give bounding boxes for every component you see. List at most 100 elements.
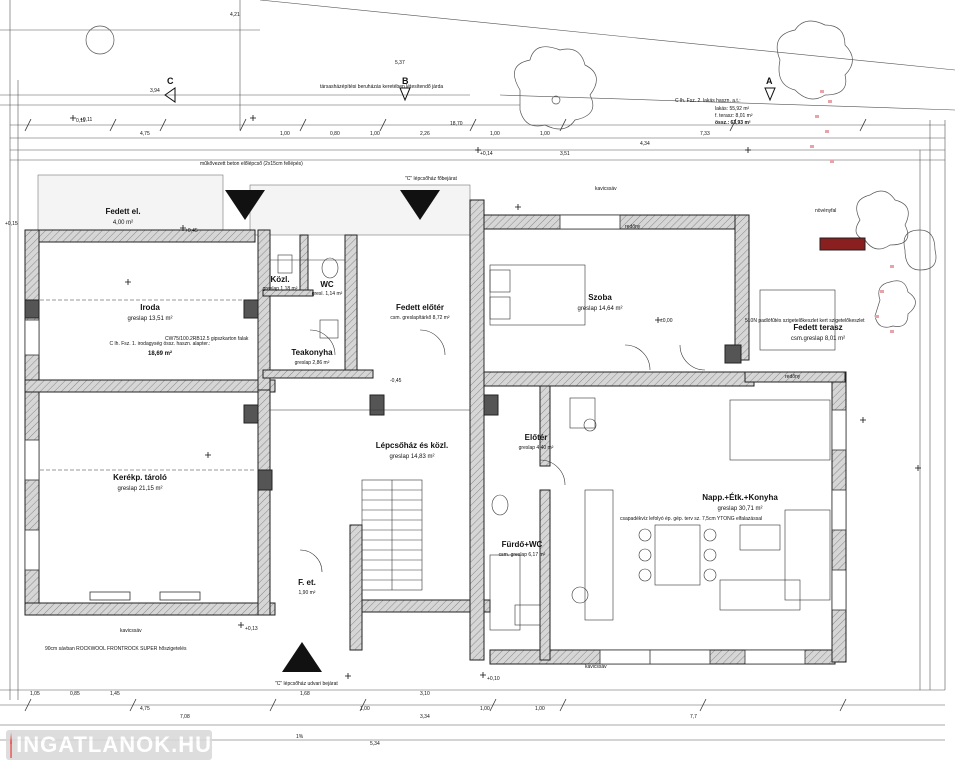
- dim-bottom-11: 7,7: [690, 714, 697, 720]
- room-lepcsohaz-area: greslap 14,83 m²: [389, 454, 434, 460]
- room-nappali-area: greslap 30,71 m²: [717, 506, 762, 512]
- room-kozl: Közl.: [270, 275, 289, 284]
- level-3: +0,13: [245, 626, 258, 632]
- room-szoba-area: greslap 14,64 m²: [577, 306, 622, 312]
- level-5: +0,14: [480, 151, 493, 157]
- interior-lines: [40, 230, 836, 631]
- room-furdo-wc: Fürdő+WC: [502, 540, 543, 549]
- note-lakas-title: C lh. Fsz. 2. lakás haszn. a.t.:: [675, 98, 741, 104]
- note-ytong: csapadékvíz lefolyó ép. gép. terv sz. 7,…: [620, 516, 762, 522]
- dim-bottom-3: 4,75: [140, 706, 150, 712]
- note-kavicssav-2: kavicssáv: [595, 186, 617, 192]
- dim-top-4: 1,00: [280, 131, 290, 137]
- level-0: +0,15: [5, 221, 18, 227]
- note-novenyfal: növényfal: [815, 208, 836, 214]
- dim-bottom-4: 1,68: [300, 691, 310, 697]
- note-irodagyseg: C lh. Fsz. 1. irodagység össz. haszn. al…: [110, 341, 211, 347]
- note-redony-2: redőny: [785, 374, 801, 380]
- windows: [24, 214, 847, 665]
- dim-top-13: 18,70: [450, 121, 463, 127]
- level-markers: [70, 115, 921, 679]
- section-label-c: C: [167, 76, 174, 86]
- room-wc-area: gresl. 1,14 m²: [312, 291, 343, 297]
- logo-text: INGATLANOK.HU: [16, 732, 212, 757]
- room-iroda: Iroda: [140, 303, 160, 312]
- note-rockwool: 90cm sávban ROCKWOOL FRONTROCK SUPER hős…: [45, 646, 187, 652]
- dim-bottom-8: 1,00: [535, 706, 545, 712]
- section-label-b: B: [402, 76, 409, 86]
- level-6: -0,45: [390, 378, 402, 384]
- room-fedett-el: Fedett el.: [105, 207, 140, 216]
- note-lakas-row-3: össz.: 63,93 m²: [715, 120, 751, 126]
- section-label-a: A: [766, 76, 773, 86]
- dim-top-5: 0,80: [330, 131, 340, 137]
- dimension-labels-bottom: 1,05 0,85 1,45 4,75 1,68 1,00 3,10 1,00 …: [30, 691, 697, 747]
- dimension-labels-top: 4,21 5,37 3,94 4,75 1,00 0,80 1,00 2,26 …: [76, 12, 710, 157]
- level-1: +0,45: [185, 228, 198, 234]
- level-7: ±0,00: [660, 318, 673, 324]
- note-irodagyseg-value: 18,69 m²: [148, 350, 172, 357]
- level-labels: +0,15 +0,45 +0,11 +0,13 +0,10 +0,14 -0,4…: [5, 117, 673, 682]
- dim-top-3: 4,75: [140, 131, 150, 137]
- dim-bottom-9: 7,08: [180, 714, 190, 720]
- dim-top-7: 2,26: [420, 131, 430, 137]
- room-f-et-area: 1,90 m²: [299, 590, 316, 596]
- room-eloter: Előtér: [525, 433, 548, 442]
- room-kozl-area: greslap 1,18 m²: [263, 286, 298, 292]
- walls: [24, 199, 866, 665]
- room-fedett-eloter-area: csm. greslap/tárkő 8,72 m²: [390, 315, 450, 321]
- dim-bottom-7: 1,00: [480, 706, 490, 712]
- dim-top-6: 1,00: [370, 131, 380, 137]
- dim-bottom-12: 5,34: [370, 741, 380, 747]
- ingatlanok-logo: INGATLANOK.HU: [6, 730, 212, 760]
- note-mukoveszett-top: műkővezett beton előlépcső (2x15cm fellé…: [200, 161, 303, 167]
- dim-top-12: 4,34: [640, 141, 650, 147]
- note-c-lepcsohaz-udvari: "C" lépcsőház udvari bejárat: [275, 681, 338, 687]
- room-furdo-wc-area: csm. greslap 6,17 m²: [499, 552, 546, 558]
- dim-top-1: 5,37: [395, 60, 405, 66]
- room-wc: WC: [320, 280, 334, 289]
- note-szigeteles: 510N padlófűtés szigetelőkeszlet kert sz…: [745, 318, 865, 324]
- room-lepcsohaz: Lépcsőház és közl.: [376, 441, 448, 450]
- note-cw75: CW75/100.2RB12.5 gipszkarton falak: [165, 336, 249, 342]
- note-lakas-row-1: lakás: 55,92 m²: [715, 106, 750, 112]
- room-teakonyha: Teakonyha: [291, 348, 333, 357]
- section-markers: [164, 87, 776, 672]
- note-lakas-row-2: f. terasz: 8,01 m²: [715, 113, 753, 119]
- dim-top-11: 3,51: [560, 151, 570, 157]
- dim-bottom-2: 1,45: [110, 691, 120, 697]
- dim-bottom-10: 3,34: [420, 714, 430, 720]
- room-fedett-el-area: 4,00 m²: [113, 220, 133, 226]
- dim-top-10: 7,33: [700, 131, 710, 137]
- room-fedett-terasz-area: csm.greslap 8,01 m²: [791, 336, 845, 342]
- note-tarsashaz: társasházépítési beruházás keretében lét…: [320, 84, 443, 90]
- room-szoba: Szoba: [588, 293, 612, 302]
- note-kavicssav-1: kavicssáv: [120, 628, 142, 634]
- plant-marks: [810, 90, 894, 333]
- trees: [85, 20, 937, 328]
- room-fedett-terasz: Fedett terasz: [793, 323, 842, 332]
- dim-top-14: 0,11: [76, 118, 86, 124]
- room-nappali-etkezo-konyha: Napp.+Étk.+Konyha: [702, 493, 778, 502]
- level-4: +0,10: [487, 676, 500, 682]
- dim-bottom-5: 1,00: [360, 706, 370, 712]
- note-kavicssav-3: kavicssáv: [585, 664, 607, 670]
- room-labels: Fedett el. 4,00 m² Iroda greslap 13,51 m…: [105, 207, 845, 596]
- room-fedett-eloter: Fedett előtér: [396, 303, 444, 312]
- note-slope: 1%: [296, 734, 304, 740]
- room-f-et: F. et.: [298, 578, 316, 587]
- dim-top-8: 1,00: [490, 131, 500, 137]
- house-icon: [10, 732, 13, 758]
- room-iroda-area: greslap 13,51 m²: [127, 316, 172, 322]
- dim-top-9: 1,00: [540, 131, 550, 137]
- dim-top-0: 4,21: [230, 12, 240, 18]
- room-kerekpar-tarolo-area: greslap 21,15 m²: [117, 486, 162, 492]
- note-redony-1: redőny: [625, 224, 641, 230]
- note-c-lepcsohaz-fo: "C" lépcsőház főbejárat: [405, 176, 458, 182]
- dim-top-2: 3,94: [150, 88, 160, 94]
- level-2: +0,11: [80, 117, 92, 123]
- dim-bottom-1: 0,85: [70, 691, 80, 697]
- notes: C lh. Fsz. 1. irodagység össz. haszn. al…: [45, 84, 865, 740]
- room-kerekpar-tarolo: Kerékp. tároló: [113, 473, 167, 482]
